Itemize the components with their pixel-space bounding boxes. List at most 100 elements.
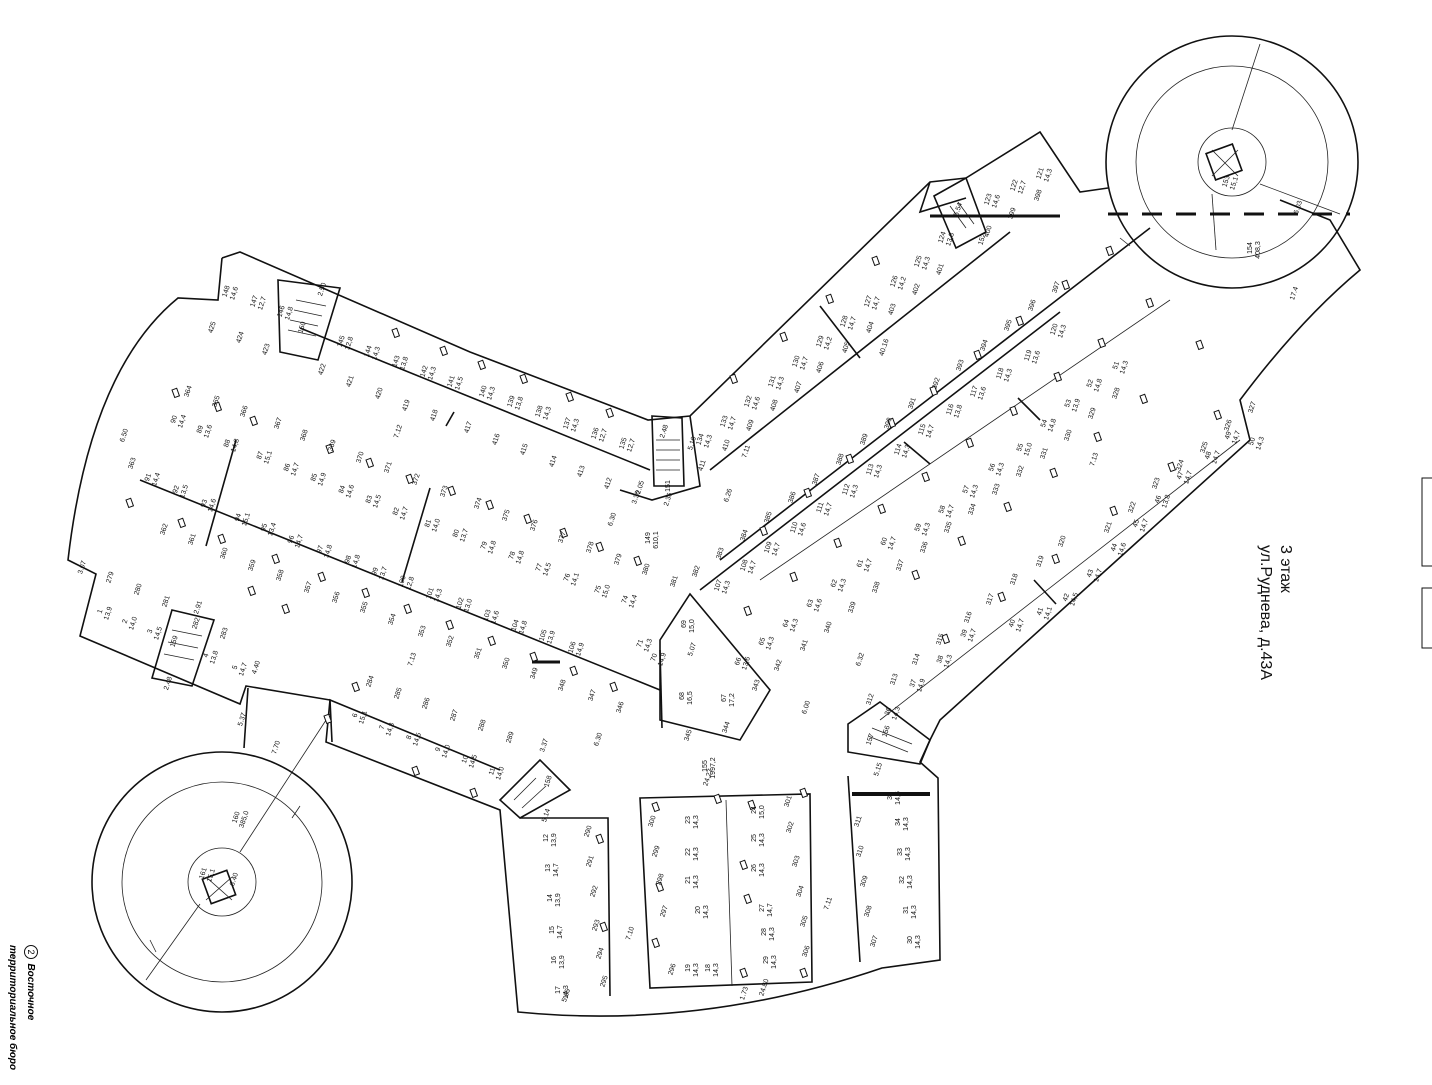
spot-number: 135 bbox=[618, 437, 628, 450]
row-number: 423 bbox=[261, 343, 271, 356]
spot-area: 14,0 bbox=[431, 518, 442, 533]
spot-number: 3 bbox=[147, 629, 155, 635]
spot-area: 14,1 bbox=[570, 572, 581, 587]
row-number: 357 bbox=[303, 581, 313, 594]
row-number: 302 bbox=[785, 821, 795, 834]
spot-area: 14,3 bbox=[765, 636, 776, 651]
spot-number: 36 bbox=[884, 707, 893, 717]
spot-area: 15,1 bbox=[263, 450, 274, 465]
row-number: 323 bbox=[1151, 477, 1161, 490]
row-number: 317 bbox=[985, 593, 995, 606]
spot-number: 20 bbox=[695, 906, 702, 914]
row-number: 407 bbox=[793, 381, 803, 394]
row-number: 310 bbox=[855, 845, 865, 858]
row-number: 296 bbox=[667, 963, 677, 976]
spot-area: 14,3 bbox=[873, 464, 884, 479]
spot-number: 158 bbox=[543, 775, 553, 788]
spot-area: 14,5 bbox=[1069, 592, 1080, 607]
spot-area: 14,7 bbox=[871, 296, 882, 311]
row-number: 368 bbox=[299, 429, 309, 442]
column bbox=[523, 513, 533, 525]
spot-area: 14,4 bbox=[151, 472, 162, 487]
row-number: 364 bbox=[183, 385, 193, 398]
column bbox=[1139, 393, 1149, 405]
column bbox=[1051, 553, 1061, 565]
column bbox=[1213, 409, 1223, 421]
spot-area: 14,3 bbox=[849, 484, 860, 499]
spot-number: 142 bbox=[419, 365, 429, 378]
row-number: 414 bbox=[548, 455, 558, 468]
spot-area: 15,1 bbox=[358, 710, 369, 725]
row-number: 351 bbox=[473, 647, 483, 660]
spot-number: 94 bbox=[234, 513, 243, 523]
spot-area: 14,7 bbox=[294, 534, 305, 549]
row-number: 362 bbox=[159, 523, 169, 536]
dimension-label: 1.73 bbox=[739, 986, 750, 1001]
dimension-label: 6.32 bbox=[855, 652, 866, 667]
dimension-label: 6.40 bbox=[229, 872, 240, 887]
stamp-text: Восточное территориальное бюро bbox=[7, 945, 36, 1071]
row-number: 366 bbox=[239, 405, 249, 418]
column bbox=[599, 921, 609, 933]
spot-number: 65 bbox=[758, 637, 767, 647]
spot-number: 52 bbox=[1086, 379, 1095, 389]
spot-area: 15,1 bbox=[1229, 176, 1240, 191]
row-number: 416 bbox=[491, 433, 501, 446]
spot-area: 13,8 bbox=[945, 232, 956, 247]
row-number: 393 bbox=[955, 359, 965, 372]
spot-number: 43 bbox=[1086, 569, 1095, 579]
spot-area: 12,8 bbox=[344, 336, 355, 351]
column bbox=[439, 345, 449, 357]
column bbox=[1097, 337, 1107, 349]
dimension-label: 40.16 bbox=[879, 338, 891, 357]
spot-number: 160 bbox=[231, 811, 241, 824]
spot-number: 12 bbox=[543, 834, 550, 842]
dimension-label: 3.37 bbox=[539, 738, 550, 753]
spot-number: 123 bbox=[983, 193, 993, 206]
spot-area: 14,5 bbox=[153, 626, 164, 641]
dimension-label: 5.37 bbox=[237, 712, 248, 727]
row-number: 280 bbox=[133, 583, 143, 596]
spot-number: 155 bbox=[702, 760, 709, 772]
dimension-label: 6.26 bbox=[723, 488, 734, 503]
spot-area: 14,7 bbox=[399, 506, 410, 521]
spot-area: 14,4 bbox=[177, 414, 188, 429]
dimension-label: 7.12 bbox=[393, 424, 404, 439]
spot-number: 143 bbox=[391, 355, 401, 368]
spot-number: 80 bbox=[452, 529, 461, 539]
spot-area: 13,6 bbox=[1031, 350, 1042, 365]
row-number: 346 bbox=[615, 701, 625, 714]
spot-number: 148 bbox=[221, 285, 231, 298]
spot-area: 13,9 bbox=[559, 955, 566, 969]
column bbox=[789, 571, 799, 583]
row-number: 355 bbox=[359, 601, 369, 614]
spot-area: 14,3 bbox=[713, 963, 720, 977]
row-number: 329 bbox=[1087, 407, 1097, 420]
dimension-label: 6.00 bbox=[801, 700, 812, 715]
row-number: 397 bbox=[1051, 281, 1061, 294]
row-number: 325 bbox=[1199, 441, 1209, 454]
dimension-label: 3.07 bbox=[77, 560, 88, 575]
spot-number: 109 bbox=[763, 541, 773, 554]
spot-area: 13,9 bbox=[555, 893, 562, 907]
column bbox=[651, 937, 661, 949]
spot-area: 16,5 bbox=[687, 691, 694, 705]
spot-area: 14,7 bbox=[967, 628, 978, 643]
column bbox=[803, 487, 813, 499]
spot-number: 27 bbox=[759, 904, 766, 912]
row-number: 424 bbox=[235, 331, 245, 344]
spot-area: 14,6 bbox=[991, 194, 1002, 209]
spot-number: 30 bbox=[907, 936, 914, 944]
dimension-label: 5.54 bbox=[953, 202, 964, 217]
spot-number: 157 bbox=[865, 733, 875, 746]
row-number: 343 bbox=[751, 679, 761, 692]
row-number: 305 bbox=[799, 915, 809, 928]
spot-area: 14,8 bbox=[284, 306, 295, 321]
spot-number: 64 bbox=[782, 619, 791, 629]
column bbox=[1109, 505, 1119, 517]
spot-number: 26 bbox=[751, 864, 758, 872]
column bbox=[965, 437, 975, 449]
column bbox=[177, 517, 187, 529]
spot-area: 15,1 bbox=[206, 868, 217, 883]
